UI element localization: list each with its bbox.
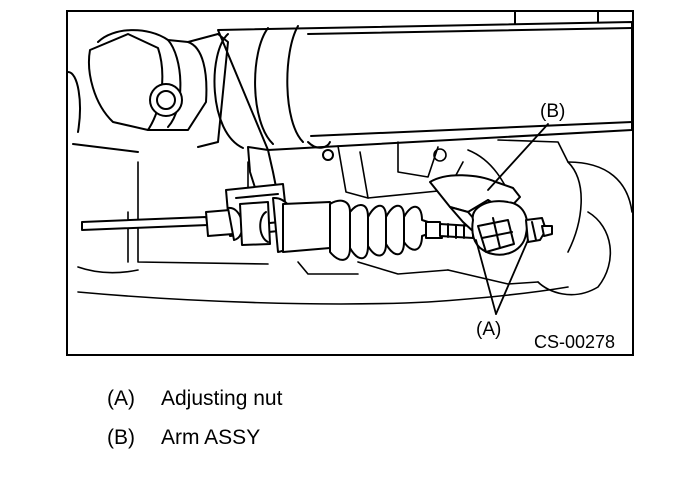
legend-item: (B) Arm ASSY bbox=[107, 426, 260, 450]
figure-code: CS-00278 bbox=[534, 332, 616, 352]
drive-shaft bbox=[68, 21, 632, 161]
legend-item: (A) Adjusting nut bbox=[107, 387, 282, 411]
diagram-frame: (B) (A) CS-00278 bbox=[66, 10, 634, 356]
clutch-cable-illustration bbox=[68, 12, 632, 315]
legend-key: (B) bbox=[107, 426, 135, 449]
legend-text: Arm ASSY bbox=[161, 426, 261, 449]
legend-key: (A) bbox=[107, 387, 135, 410]
callout-a: (A) bbox=[476, 319, 502, 340]
dust-boot bbox=[329, 199, 429, 261]
callout-b: (B) bbox=[540, 101, 566, 122]
leader-lines bbox=[475, 123, 549, 315]
legend-text: Adjusting nut bbox=[161, 387, 283, 410]
clutch-cable bbox=[81, 196, 474, 261]
adjusting-nut bbox=[525, 217, 553, 243]
arm-assy bbox=[429, 174, 528, 256]
